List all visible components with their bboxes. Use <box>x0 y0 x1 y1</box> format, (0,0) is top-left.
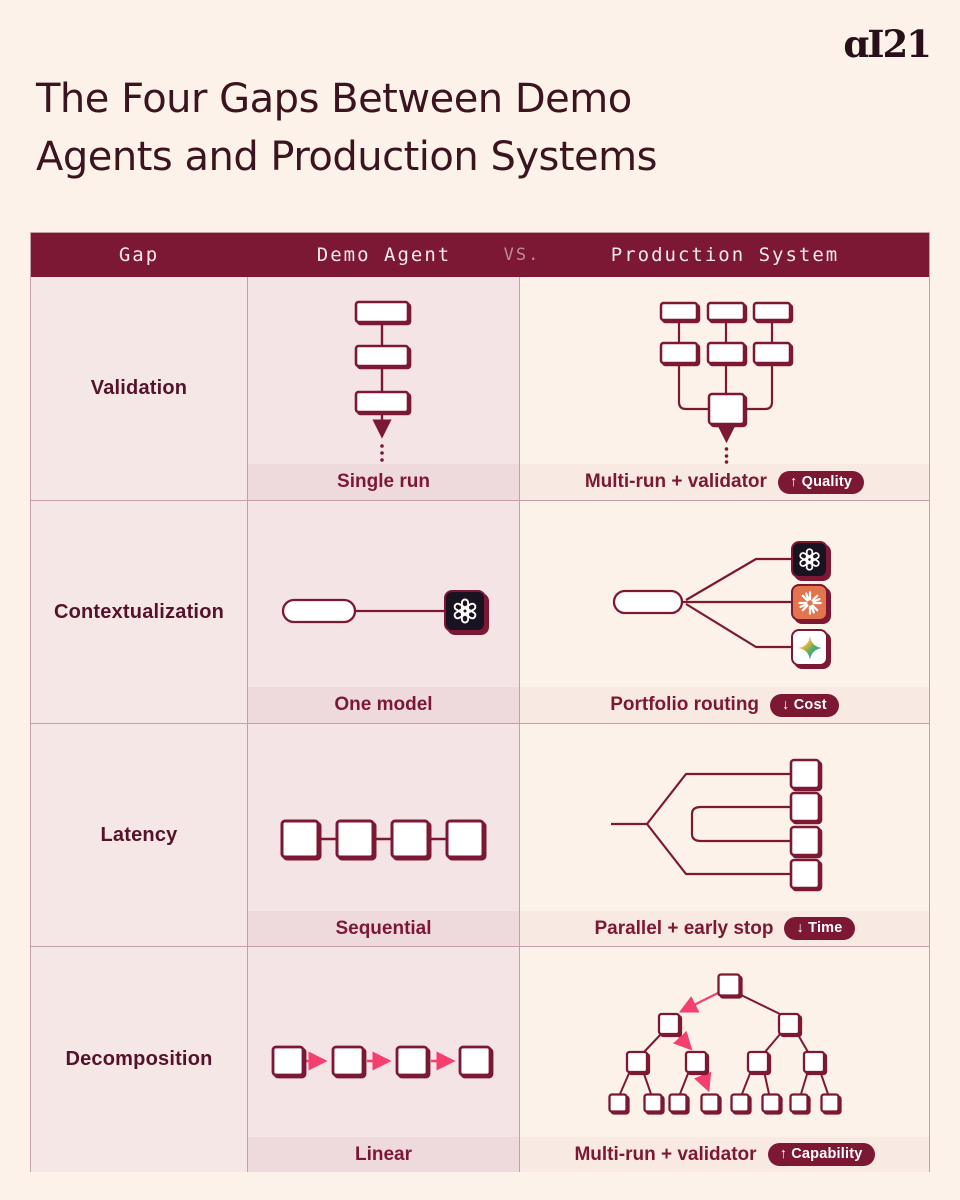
portfolio-routing-diagram <box>520 501 929 687</box>
time-badge: ↓ Time <box>784 917 855 940</box>
table-row-decomposition: Decomposition <box>31 946 929 1172</box>
prod-caption: Multi-run + validator <box>574 1143 757 1165</box>
demo-caption-band: Sequential <box>248 911 519 946</box>
header-demo-agent: Demo Agent <box>316 244 452 266</box>
single-run-diagram <box>248 277 519 464</box>
demo-caption: Linear <box>354 1143 413 1165</box>
header-production: Production System <box>610 244 840 266</box>
prod-caption-band: Parallel + early stop ↓ Time <box>520 911 929 946</box>
prod-caption-band: Multi-run + validator ↑ Quality <box>520 464 929 500</box>
row-label: Validation <box>90 377 188 399</box>
openai-icon <box>791 541 828 578</box>
prod-caption: Multi-run + validator <box>584 471 767 492</box>
quality-badge: ↑ Quality <box>777 470 865 494</box>
demo-caption: One model <box>334 694 433 715</box>
tree-decomposition-diagram <box>520 947 929 1137</box>
header-vs: VS. <box>503 245 541 265</box>
table-row-contextualization: Contextualization <box>31 500 929 723</box>
capability-badge: ↑ Capability <box>767 1143 875 1166</box>
prod-cell-latency: Parallel + early stop ↓ Time <box>520 724 929 946</box>
ai21-logo: ɑI21 <box>843 22 932 66</box>
openai-icon <box>444 590 486 632</box>
prod-cell-validation: Multi-run + validator ↑ Quality <box>520 277 929 500</box>
page-title-line2: Agents and Production Systems <box>36 134 657 180</box>
cost-badge: ↓ Cost <box>770 693 839 717</box>
table-row-latency: Latency <box>31 723 929 946</box>
prod-caption: Portfolio routing <box>610 694 760 715</box>
prod-cell-contextualization: Portfolio routing ↓ Cost <box>520 501 929 723</box>
demo-caption-band: One model <box>248 687 519 723</box>
claude-icon <box>791 584 828 621</box>
page-title: The Four Gaps Between Demo Agents and Pr… <box>36 70 657 186</box>
page-title-line1: The Four Gaps Between Demo <box>36 76 632 122</box>
gap-cell-latency: Latency <box>31 724 248 946</box>
gap-cell-contextualization: Contextualization <box>31 501 248 723</box>
demo-cell-latency: Sequential <box>248 724 520 946</box>
prod-caption-band: Multi-run + validator ↑ Capability <box>520 1137 929 1172</box>
prod-cell-decomposition: Multi-run + validator ↑ Capability <box>520 947 929 1172</box>
row-label: Decomposition <box>65 1048 213 1070</box>
table-header-row: Gap Demo Agent VS. Production System <box>31 233 929 277</box>
header-gap: Gap <box>118 244 160 266</box>
prod-caption-band: Portfolio routing ↓ Cost <box>520 687 929 723</box>
demo-cell-contextualization: One model <box>248 501 520 723</box>
parallel-early-stop-diagram <box>520 724 929 911</box>
demo-caption: Single run <box>337 471 430 492</box>
prod-caption: Parallel + early stop <box>594 917 774 939</box>
row-label: Contextualization <box>53 600 225 623</box>
row-label: Latency <box>100 823 178 846</box>
demo-cell-validation: Single run <box>248 277 520 500</box>
table-row-validation: Validation <box>31 277 929 500</box>
linear-diagram <box>248 947 519 1137</box>
gap-cell-decomposition: Decomposition <box>31 947 248 1172</box>
demo-cell-decomposition: Linear <box>248 947 520 1172</box>
demo-caption-band: Single run <box>248 464 519 500</box>
gemini-icon <box>791 629 828 666</box>
demo-caption: Sequential <box>335 917 432 939</box>
sequential-diagram <box>248 724 519 911</box>
gap-cell-validation: Validation <box>31 277 248 500</box>
comparison-table: Gap Demo Agent VS. Production System Val… <box>30 232 930 1172</box>
multi-run-validator-diagram <box>520 277 929 464</box>
one-model-diagram <box>248 501 519 687</box>
demo-caption-band: Linear <box>248 1137 519 1172</box>
